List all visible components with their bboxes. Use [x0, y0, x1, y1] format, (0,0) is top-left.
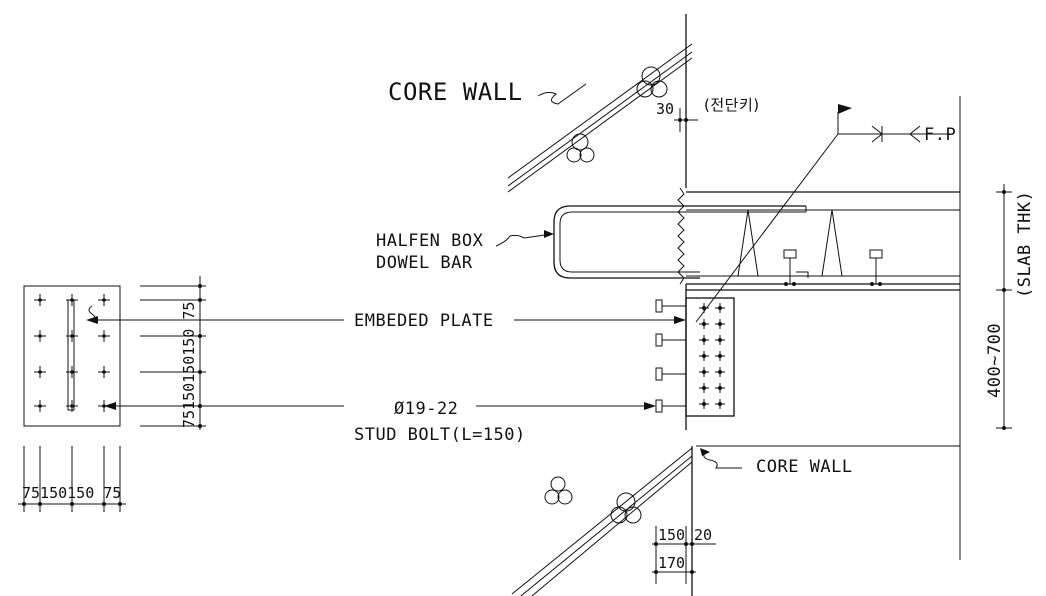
dowel-bar-label: DOWEL BAR [376, 253, 473, 273]
embed-plate-section [655, 297, 735, 430]
aggregate-circles-lower-left [544, 476, 573, 505]
halfen-box-dowel-bar [553, 205, 883, 286]
aggregate-circles-lower-right [610, 492, 642, 524]
stud-bolt-2 [655, 333, 686, 347]
embed-plate-elevation [23, 285, 121, 427]
wall-20-dim: 20 [694, 526, 712, 544]
stud-bolt-label: STUD BOLT(L=150) [354, 425, 526, 445]
shear-key-label: (전단키) [704, 96, 760, 114]
plate-elevation-bolts [34, 294, 110, 412]
plate-horizontal-dimension: 75150150 75 [18, 446, 126, 512]
halfen-box-label: HALFEN BOX [376, 231, 484, 251]
slab-thickness-dimension [996, 184, 1012, 430]
wall-170-dim: 170 [658, 554, 685, 572]
stud-bolt-3 [655, 367, 686, 381]
plate-vertical-dim-text: 75150150150 75 [180, 302, 198, 428]
annotation-labels: CORE WALL 30 (전단키) F.P HALFEN BOX DOWEL … [354, 78, 1035, 572]
slab-thk-label: (SLAB THK) [1015, 191, 1035, 298]
aggregate-circles-upper-right [636, 66, 668, 98]
aggregate-circles-upper-left [566, 133, 595, 163]
diagonal-wall-upper [507, 43, 693, 193]
wall-150-dim: 150 [658, 526, 685, 544]
core-wall-face [677, 14, 693, 596]
embeded-plate-label: EMBEDED PLATE [354, 311, 494, 331]
core-wall-bottom-label: CORE WALL [756, 457, 853, 477]
plate-horizontal-dim-text: 75150150 75 [22, 484, 121, 502]
plate-vertical-dimension: 75150150150 75 [140, 276, 206, 430]
fp-label: F.P [924, 125, 956, 145]
shear-key-gap-dim: 30 [656, 100, 674, 118]
stud-size-label: Ø19-22 [394, 399, 458, 419]
leaders [86, 83, 950, 469]
wall-bottom-dimension [652, 526, 716, 584]
diagonal-wall-lower [511, 447, 693, 596]
slab [686, 96, 961, 560]
stud-bolt-1 [655, 299, 686, 313]
stud-bolt-4 [655, 399, 686, 413]
plate-bolt-pattern [699, 303, 725, 409]
core-wall-top-label: CORE WALL [388, 78, 523, 106]
depth-range-label: 400~700 [985, 323, 1005, 398]
shear-key-dimension [674, 108, 698, 132]
